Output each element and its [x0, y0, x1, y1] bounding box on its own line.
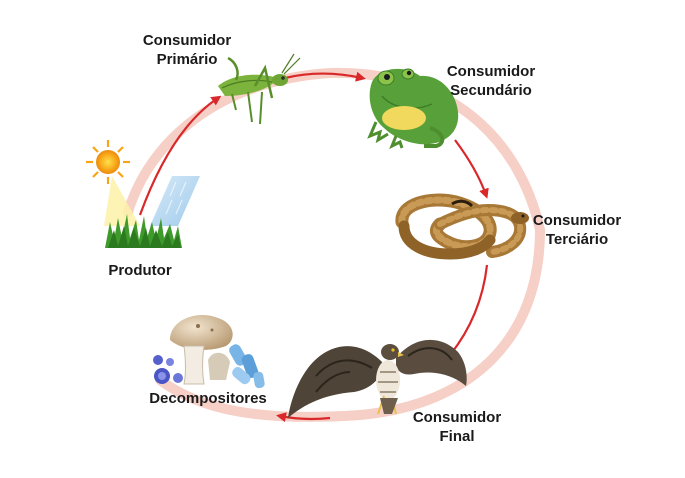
node-label-produtor: Produtor — [90, 261, 190, 280]
node-label-consumidor-primario: Consumidor Primário — [132, 31, 242, 69]
arrow-primario-to-secundario — [284, 71, 366, 82]
flow-arrows — [138, 71, 489, 423]
label-line: Primário — [156, 51, 218, 68]
node-label-consumidor-final: Consumidor Final — [402, 408, 512, 446]
label-line: Secundário — [450, 82, 532, 99]
snake-icon — [395, 193, 529, 260]
grasshopper-icon — [218, 53, 301, 125]
label-line: Final — [439, 428, 475, 445]
label-line: Decompositores — [149, 390, 267, 407]
frog-icon — [367, 68, 459, 150]
label-line: Consumidor — [532, 212, 622, 229]
node-label-consumidor-terciario: Consumidor Terciário — [522, 211, 632, 249]
label-line: Produtor — [108, 262, 172, 279]
arrow-produtor-to-primario — [138, 95, 222, 216]
node-label-decompositores: Decompositores — [138, 389, 278, 408]
grass-sun-icon — [86, 140, 200, 248]
node-label-consumidor-secundario: Consumidor Secundário — [436, 62, 546, 100]
arrow-final-to-decompositores — [276, 412, 331, 423]
label-line: Consumidor — [446, 63, 536, 80]
arrow-secundario-to-terciario — [454, 139, 489, 199]
arrow-terciario-to-final — [447, 264, 489, 359]
mushroom-bacteria-icon — [153, 314, 265, 389]
label-line: Consumidor — [412, 409, 502, 426]
label-line: Consumidor — [142, 32, 232, 49]
hawk-icon — [288, 339, 467, 418]
label-line: Terciário — [545, 231, 609, 248]
